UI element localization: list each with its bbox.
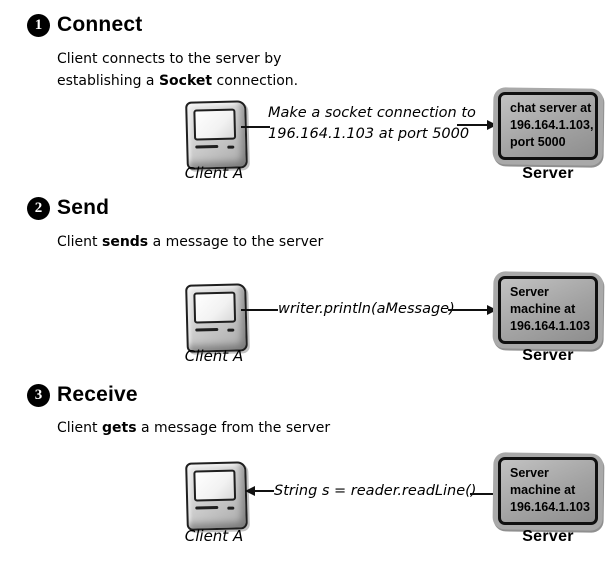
server-text-line1: chat server at: [510, 101, 592, 115]
server-box: Server machine at 196.164.1.103: [492, 452, 604, 531]
step-1-number-badge: 1: [27, 14, 50, 37]
annotation-text: writer.println(aMessage): [278, 301, 455, 317]
step-1-desc-line2-post: connection.: [212, 73, 299, 89]
step-1-title: Connect: [57, 13, 143, 36]
server-box-face: Server machine at 196.164.1.103: [498, 276, 598, 344]
client-computer-icon: [185, 283, 248, 353]
client-label: Client A: [184, 527, 244, 545]
step-1-description: Client connects to the server by establi…: [57, 48, 337, 92]
client-computer-icon: [185, 100, 248, 170]
step-1-desc-line1: Client connects to the server by: [57, 51, 282, 67]
step-2-desc-bold-word: sends: [101, 234, 149, 250]
step-2-desc-pre: Client: [57, 234, 102, 250]
server-box: Server machine at 196.164.1.103: [492, 271, 604, 350]
annotation-line2: 196.164.1.103 at port 5000: [268, 126, 470, 142]
step-3-desc-bold-word: gets: [101, 420, 137, 436]
connector-line: [254, 490, 274, 492]
client-disk-slot: [195, 327, 219, 332]
server-box: chat server at 196.164.1.103, port 5000: [492, 87, 604, 166]
step-1-desc-line2-pre: establishing a: [57, 73, 159, 89]
server-label: Server: [522, 165, 574, 182]
connector-line: [448, 309, 489, 311]
arrow-right-icon: [487, 305, 497, 315]
connector-line: [241, 309, 278, 311]
server-text-line1: Server: [510, 285, 549, 299]
step-2-desc-post: a message to the server: [148, 234, 324, 250]
client-button-dot: [227, 328, 235, 332]
step-2-number-badge: 2: [27, 197, 50, 220]
connector-line: [470, 493, 498, 495]
server-box-face: chat server at 196.164.1.103, port 5000: [498, 92, 598, 160]
client-button-dot: [227, 145, 235, 149]
arrow-right-icon: [487, 120, 497, 130]
client-screen: [193, 108, 237, 141]
arrow-left-icon: [245, 486, 255, 496]
server-text-line3: 196.164.1.103: [510, 500, 590, 514]
step-1-desc-bold-word: Socket: [158, 73, 213, 89]
client-screen: [193, 469, 237, 502]
annotation-text: Make a socket connection to 196.164.1.10…: [268, 103, 476, 145]
client-screen: [193, 291, 237, 324]
annotation-text: String s = reader.readLine(): [274, 483, 477, 499]
server-box-face: Server machine at 196.164.1.103: [498, 457, 598, 525]
client-label: Client A: [184, 347, 244, 365]
annotation-line1: Make a socket connection to: [268, 105, 476, 121]
server-text-line2: machine at: [510, 302, 576, 316]
step-3-number-badge: 3: [27, 384, 50, 407]
client-label: Client A: [184, 164, 244, 182]
step-3-desc-post: a message from the server: [136, 420, 331, 436]
connector-line: [241, 126, 270, 128]
server-text-line3: port 5000: [510, 135, 566, 149]
server-label: Server: [522, 528, 574, 545]
client-disk-slot: [195, 505, 219, 510]
step-2-title: Send: [57, 196, 110, 219]
step-3-desc-pre: Client: [57, 420, 102, 436]
server-text-line1: Server: [510, 466, 549, 480]
server-text-line2: machine at: [510, 483, 576, 497]
client-button-dot: [227, 506, 235, 510]
step-3-title: Receive: [57, 383, 138, 406]
step-2-description: Client sends a message to the server: [57, 231, 387, 253]
connector-line: [457, 124, 489, 126]
server-text-line2: 196.164.1.103,: [510, 118, 594, 132]
client-disk-slot: [195, 144, 219, 149]
step-3-description: Client gets a message from the server: [57, 417, 397, 439]
client-computer-icon: [185, 461, 248, 531]
server-text-line3: 196.164.1.103: [510, 319, 590, 333]
server-label: Server: [522, 347, 574, 364]
